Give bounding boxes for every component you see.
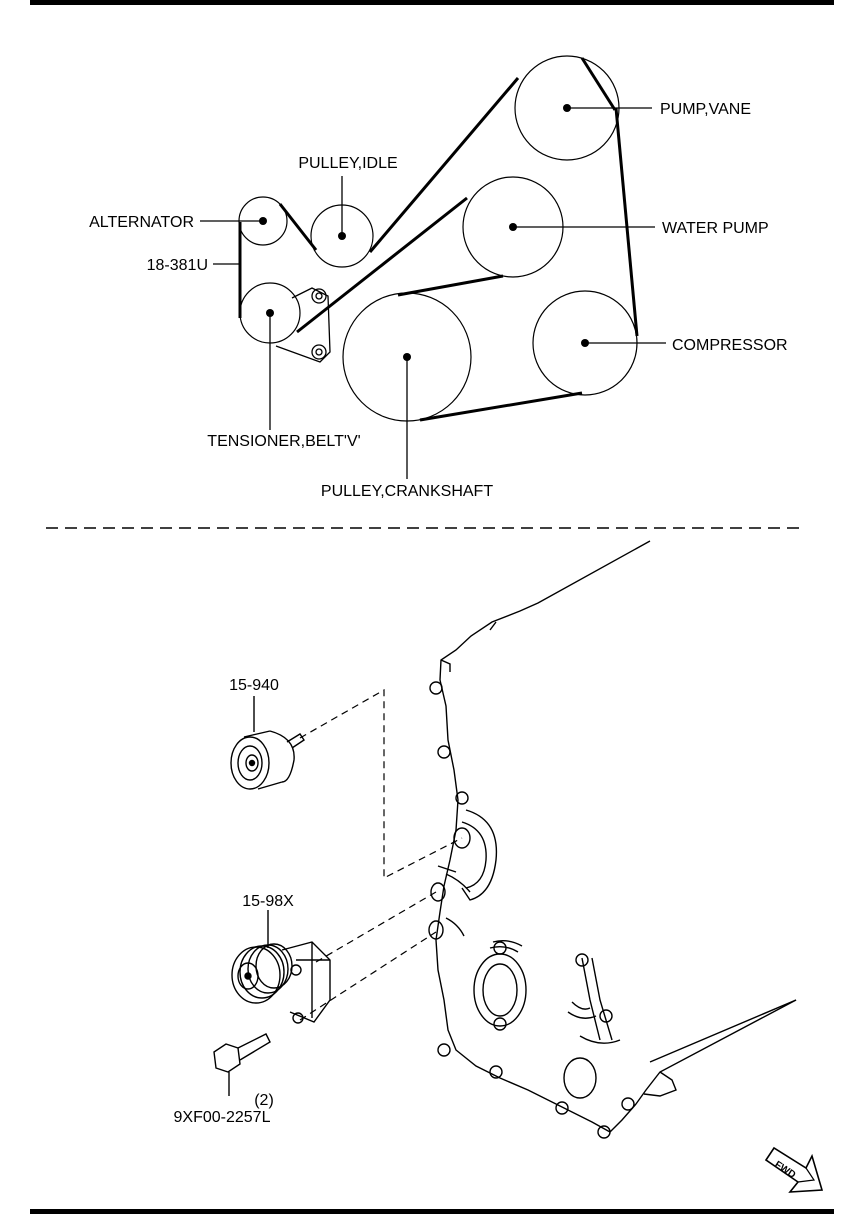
label-tensioner: TENSIONER,BELT'V' xyxy=(207,433,360,450)
label-compressor: COMPRESSOR xyxy=(672,337,788,354)
idler-pulley-part xyxy=(230,696,305,790)
tensioner-assembly-part xyxy=(231,910,331,1024)
label-idler-part: 15-940 xyxy=(229,677,279,694)
label-bolt-part: 9XF00-2257L xyxy=(174,1109,271,1126)
leader-lines xyxy=(200,107,666,479)
fwd-arrow-icon: FWD xyxy=(764,1146,824,1193)
belt xyxy=(238,57,639,422)
top-border xyxy=(30,0,834,5)
pulleys xyxy=(238,55,638,422)
engine-timing-cover xyxy=(428,540,797,1139)
bottom-border xyxy=(30,1209,834,1214)
tensioner-arm xyxy=(275,287,331,363)
label-pulley-idle: PULLEY,IDLE xyxy=(298,155,397,172)
label-tensioner-part: 15-98X xyxy=(242,893,294,910)
bolt-part xyxy=(213,1033,271,1096)
label-pump-vane: PUMP,VANE xyxy=(660,101,751,118)
label-alternator: ALTERNATOR xyxy=(89,214,194,231)
label-bolt-qty: (2) xyxy=(254,1092,274,1109)
label-belt-part: 18-381U xyxy=(147,257,208,274)
label-water-pump: WATER PUMP xyxy=(662,220,769,237)
label-crankshaft: PULLEY,CRANKSHAFT xyxy=(321,483,493,500)
installation-lines xyxy=(299,688,463,1021)
